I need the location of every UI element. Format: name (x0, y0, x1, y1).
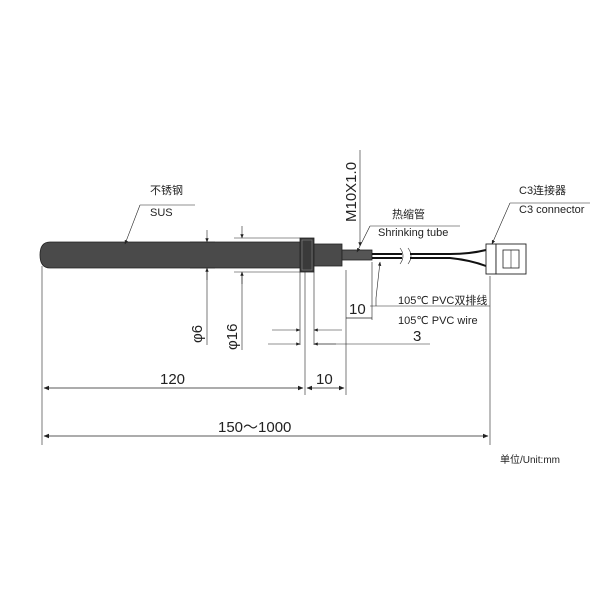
connector-label-en: C3 connector (519, 204, 585, 216)
flange-diameter-label: φ16 (224, 324, 241, 350)
tube-length-label: 10 (349, 301, 366, 318)
connector-label-cn: C3连接器 (519, 184, 566, 197)
thread-dimension: M10X1.0 (343, 162, 360, 222)
sus-label-en: SUS (150, 207, 173, 219)
shrink-tube-label-cn: 热缩管 (392, 207, 425, 221)
shrink-tube-label-en: Shrinking tube (378, 227, 448, 239)
flange (299, 237, 315, 273)
wires (372, 247, 487, 267)
probe-diameter-dim (190, 230, 215, 345)
wire-leader (370, 261, 490, 307)
probe-length-label: 120 (160, 371, 185, 388)
c3-connector (485, 243, 527, 275)
sus-leader (124, 204, 195, 245)
flange-thickness-label: 3 (413, 328, 421, 345)
probe-body (39, 241, 303, 269)
unit-note: 单位/Unit:mm (500, 453, 560, 466)
flange-thickness-dim (268, 328, 430, 346)
flange-length-label: 10 (316, 371, 333, 388)
wire-label-cn: 105℃ PVC双排线 (398, 293, 487, 307)
sus-label-cn: 不锈钢 (150, 184, 183, 197)
shrink-tube-leader (356, 225, 460, 253)
flange-diameter-dim (234, 226, 300, 350)
total-length-label: 150～1000 (218, 419, 291, 436)
threaded-section (313, 243, 343, 267)
wire-label-en: 105℃ PVC wire (398, 315, 478, 327)
connector-leader (491, 202, 590, 245)
extension-lines (41, 262, 491, 445)
probe-diameter-label: φ6 (189, 325, 206, 343)
